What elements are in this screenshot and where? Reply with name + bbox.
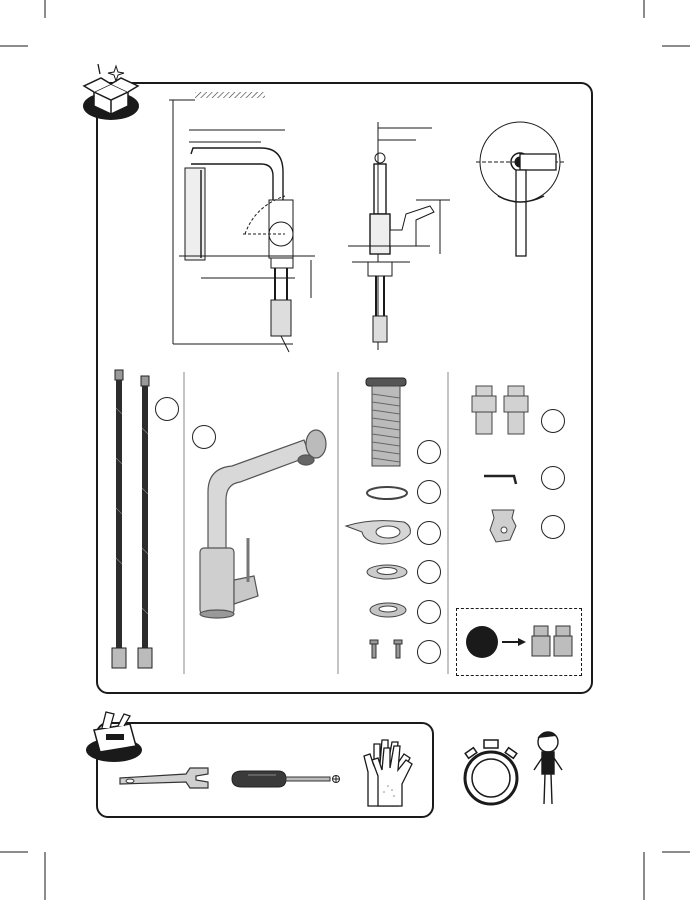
- allen-key: [482, 470, 522, 486]
- washer: [364, 562, 410, 582]
- gloves-icon: [358, 736, 418, 810]
- adjustable-wrench-icon: [116, 764, 212, 790]
- part-callout-o-ring: [417, 480, 441, 504]
- screws: [364, 636, 410, 662]
- fixing-nut: [366, 600, 410, 620]
- phillips-screwdriver-icon: [228, 768, 340, 790]
- faucet-body-illustration: [186, 420, 336, 620]
- optional-adapter-illustration: [460, 618, 580, 668]
- part-callout-threaded-rod: [417, 440, 441, 464]
- part-callout-hoses: [155, 397, 179, 421]
- part-callout-allen-key: [541, 466, 565, 490]
- part-callout-screws: [417, 640, 441, 664]
- faucet-side-view-drawing: [165, 88, 325, 356]
- part-callout-washer: [417, 560, 441, 584]
- part-callout-connectors: [541, 409, 565, 433]
- horseshoe-plate: [342, 516, 414, 548]
- connector-fittings: [470, 384, 532, 440]
- flexible-hoses: [106, 368, 156, 676]
- aerator-key: [486, 508, 520, 546]
- part-callout-faucet: [192, 425, 216, 449]
- faucet-top-view-drawing: [476, 118, 566, 268]
- o-ring-seal: [364, 484, 410, 502]
- part-callout-aerator-key: [541, 515, 565, 539]
- toolbox-icon: [80, 706, 148, 766]
- threaded-rod: [364, 376, 414, 472]
- stopwatch-icon: [460, 736, 522, 806]
- installer-figure-icon: [528, 728, 568, 808]
- part-callout-nut: [417, 600, 441, 624]
- part-callout-plate: [417, 521, 441, 545]
- faucet-front-view-drawing: [340, 120, 460, 350]
- open-box-icon: [76, 58, 146, 124]
